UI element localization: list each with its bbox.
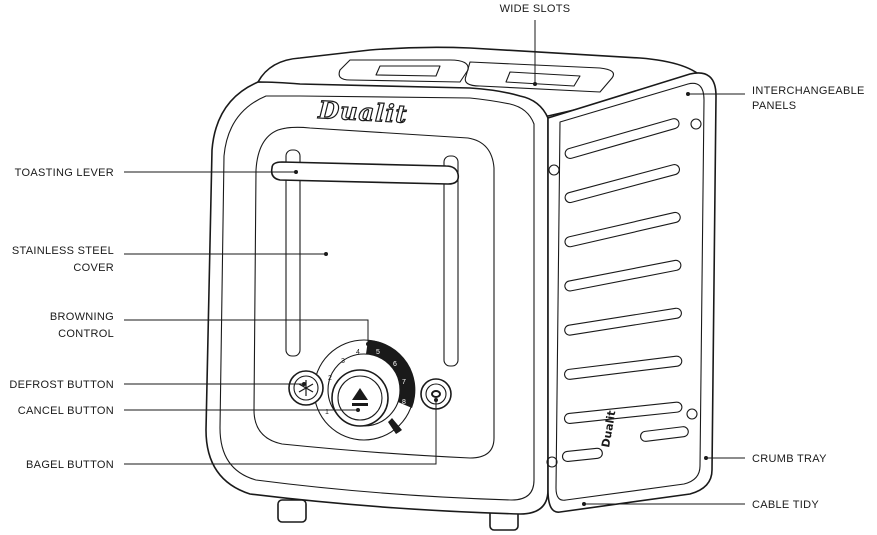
interchangeable-panel: Dualit — [546, 118, 702, 468]
dial-number: 4 — [356, 349, 360, 356]
label-interchangeable-panels-line1: INTERCHANGEABLE — [752, 85, 865, 97]
label-wide-slots: WIDE SLOTS — [500, 3, 571, 15]
dial-number: 5 — [376, 349, 380, 356]
label-toasting-lever: TOASTING LEVER — [15, 167, 114, 179]
bread-slots — [338, 59, 615, 93]
callout-labels: WIDE SLOTS INTERCHANGEABLE PANELS TOASTI… — [9, 3, 864, 511]
side-logo: Dualit — [599, 410, 618, 449]
dial-number: 8 — [402, 399, 406, 406]
label-bagel-button: BAGEL BUTTON — [26, 459, 114, 471]
bagel-icon — [431, 390, 441, 398]
toasting-lever[interactable] — [270, 149, 460, 367]
dial-number: 6 — [393, 361, 397, 368]
panel-slats — [561, 118, 689, 462]
label-cable-tidy: CABLE TIDY — [752, 499, 819, 511]
panel-screws — [546, 118, 702, 468]
label-stainless-steel-line1: STAINLESS STEEL — [12, 245, 114, 257]
front-logo: Dualit — [317, 95, 409, 129]
label-defrost-button: DEFROST BUTTON — [9, 379, 114, 391]
toaster-body — [205, 46, 717, 515]
snowflake-icon — [298, 380, 314, 396]
dial-number: 7 — [402, 379, 406, 386]
dial-number: 2 — [328, 375, 332, 382]
dial-numbers: 1 2 3 4 5 6 7 8 — [325, 349, 406, 416]
label-browning-control-line2: CONTROL — [58, 328, 114, 340]
callout-lines — [124, 20, 745, 506]
label-stainless-steel-line2: COVER — [73, 262, 114, 274]
browning-control-dial[interactable] — [313, 339, 416, 441]
dial-number: 3 — [341, 358, 345, 365]
label-browning-control-line1: BROWNING — [50, 311, 114, 323]
label-crumb-tray: CRUMB TRAY — [752, 453, 827, 465]
label-interchangeable-panels-line2: PANELS — [752, 100, 796, 112]
defrost-button[interactable] — [288, 370, 324, 406]
dial-number: 1 — [325, 409, 329, 416]
label-cancel-button: CANCEL BUTTON — [18, 405, 114, 417]
